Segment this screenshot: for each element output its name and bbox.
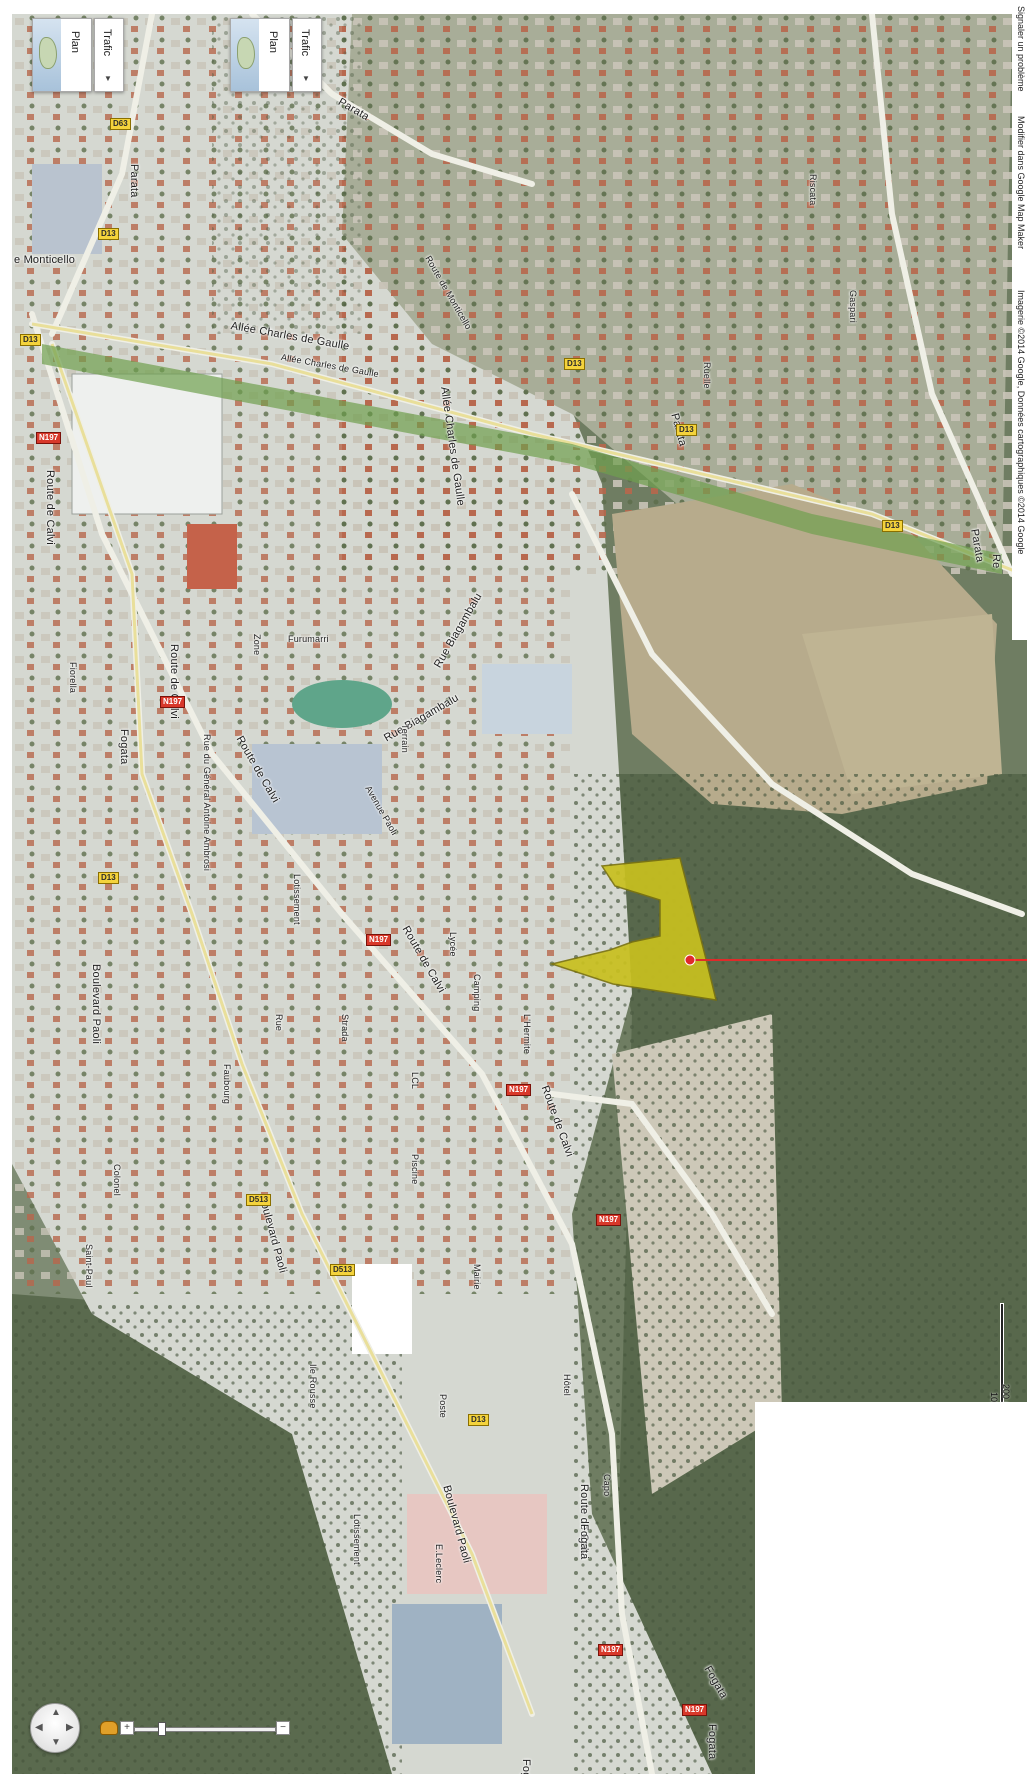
zoom-out-button[interactable]: − — [276, 1721, 290, 1735]
label-l-hermite: L'Hermite — [522, 1014, 532, 1055]
zoom-knob[interactable] — [158, 1722, 166, 1736]
blank-area — [0, 0, 218, 14]
label-poste: Poste — [438, 1394, 448, 1419]
map-thumbnail-icon — [231, 19, 259, 91]
traffic-button[interactable]: Trafic ▼ — [94, 18, 124, 92]
aerial-map[interactable]: Route de Calvi Route de Calvi Route de C… — [12, 14, 1027, 1774]
label-parata: Parata — [128, 164, 140, 198]
imagery-attribution: Imagerie ©2014 Google, Données cartograp… — [1016, 290, 1026, 555]
map-type-plan-button[interactable]: Plan — [32, 18, 92, 92]
zoom-track[interactable] — [134, 1727, 276, 1732]
traffic-button[interactable]: Trafic ▼ — [292, 18, 322, 92]
label-saint-paul: Saint-Paul — [84, 1244, 94, 1288]
street-view-pegman-icon[interactable] — [100, 1721, 118, 1735]
label-leclerc: E.Leclerc — [434, 1544, 444, 1584]
road-shield-n197: N197 — [682, 1704, 708, 1716]
road-shield-n197: N197 — [366, 934, 392, 946]
arrow-right-icon[interactable]: ▶ — [66, 1722, 74, 1733]
blank-area — [755, 1402, 1029, 1777]
label-fogata: Fogata — [578, 1524, 590, 1560]
road-shield-n197: N197 — [36, 432, 62, 444]
map-type-plan-button[interactable]: Plan — [230, 18, 290, 92]
parcel-polygon — [549, 857, 717, 1001]
label-riscata: Riscata — [808, 174, 818, 206]
scale-bar: 100 m 200 pieds — [987, 1304, 1017, 1424]
label-lcl: LCL — [410, 1072, 420, 1090]
arrow-left-icon[interactable]: ◀ — [35, 1722, 43, 1733]
road-shield-d513: D513 — [330, 1264, 356, 1276]
parcel-marker — [684, 954, 696, 966]
road-shield-n197: N197 — [506, 1084, 532, 1096]
road-shield-d13: D13 — [98, 872, 119, 884]
label-furumarri: Furumarri — [288, 634, 329, 644]
road-shield-n197: N197 — [160, 696, 186, 708]
label-fiorella: Fiorella — [68, 662, 78, 694]
road-shield-d13: D13 — [98, 228, 119, 240]
label-fogata: Fogata — [118, 729, 130, 765]
label-camping: Camping — [472, 974, 482, 1012]
satellite-imagery — [12, 14, 1027, 1774]
label-ile-rousse: Ile Rousse — [308, 1364, 318, 1409]
label-re: Re — [990, 554, 1002, 569]
label-fogata: Fogata — [706, 1724, 718, 1760]
road-shield-n197: N197 — [598, 1644, 624, 1656]
label-faubourg: Faubourg — [222, 1064, 232, 1105]
road-shield-d13: D13 — [468, 1414, 489, 1426]
label-fogata: Fogata — [520, 1759, 532, 1774]
label-rue-general: Rue du Général Antoine Ambrosi — [202, 734, 212, 872]
road-shield-n197: N197 — [596, 1214, 622, 1226]
chevron-down-icon: ▼ — [302, 74, 310, 83]
map-thumbnail-icon — [33, 19, 61, 91]
road-shield-d13: D13 — [564, 358, 585, 370]
chevron-down-icon: ▼ — [104, 74, 112, 83]
label-lotissement: Lotissement — [352, 1514, 362, 1565]
zoom-in-button[interactable]: + — [120, 1721, 134, 1735]
label-route-de-calvi: Route de Calvi — [44, 470, 56, 545]
label-ruelle: Ruelle — [702, 362, 712, 389]
label-capo: Capo — [602, 1474, 612, 1497]
label-zone: Zone — [252, 634, 262, 656]
label-terrain: Terrain — [400, 724, 410, 753]
label-rue: Rue — [274, 1014, 284, 1032]
label-lotissement: Lotissement — [292, 874, 302, 925]
label-hotel: Hôtel — [562, 1374, 572, 1397]
label-piscine: Piscine — [410, 1154, 420, 1185]
zoom-slider[interactable]: + − — [100, 1721, 290, 1736]
label-monticello: e Monticello — [14, 254, 76, 266]
road-shield-d513: D513 — [246, 1194, 272, 1206]
label-strada: Strada — [340, 1014, 350, 1042]
label-mairie: Mairie — [472, 1264, 482, 1290]
arrow-down-icon[interactable]: ▼ — [51, 1737, 61, 1748]
map-footer-panel: Signaler un problème Modifier dans Googl… — [1012, 0, 1029, 640]
pan-control[interactable]: ▲ ▼ ◀ ▶ — [30, 1703, 80, 1753]
arrow-up-icon[interactable]: ▲ — [51, 1707, 61, 1718]
map-maker-link[interactable]: Modifier dans Google Map Maker — [1016, 116, 1026, 250]
label-gaspari: Gaspari — [848, 290, 858, 323]
road-shield-d13: D13 — [676, 424, 697, 436]
label-lycee: Lycée — [448, 932, 458, 957]
label-boulevard-paoli: Boulevard Paoli — [90, 964, 102, 1045]
label-colonel: Colonel — [112, 1164, 122, 1196]
road-shield-d63: D63 — [110, 118, 131, 130]
road-shield-d13: D13 — [20, 334, 41, 346]
road-shield-d13: D13 — [882, 520, 903, 532]
report-problem-link[interactable]: Signaler un problème — [1016, 6, 1026, 92]
